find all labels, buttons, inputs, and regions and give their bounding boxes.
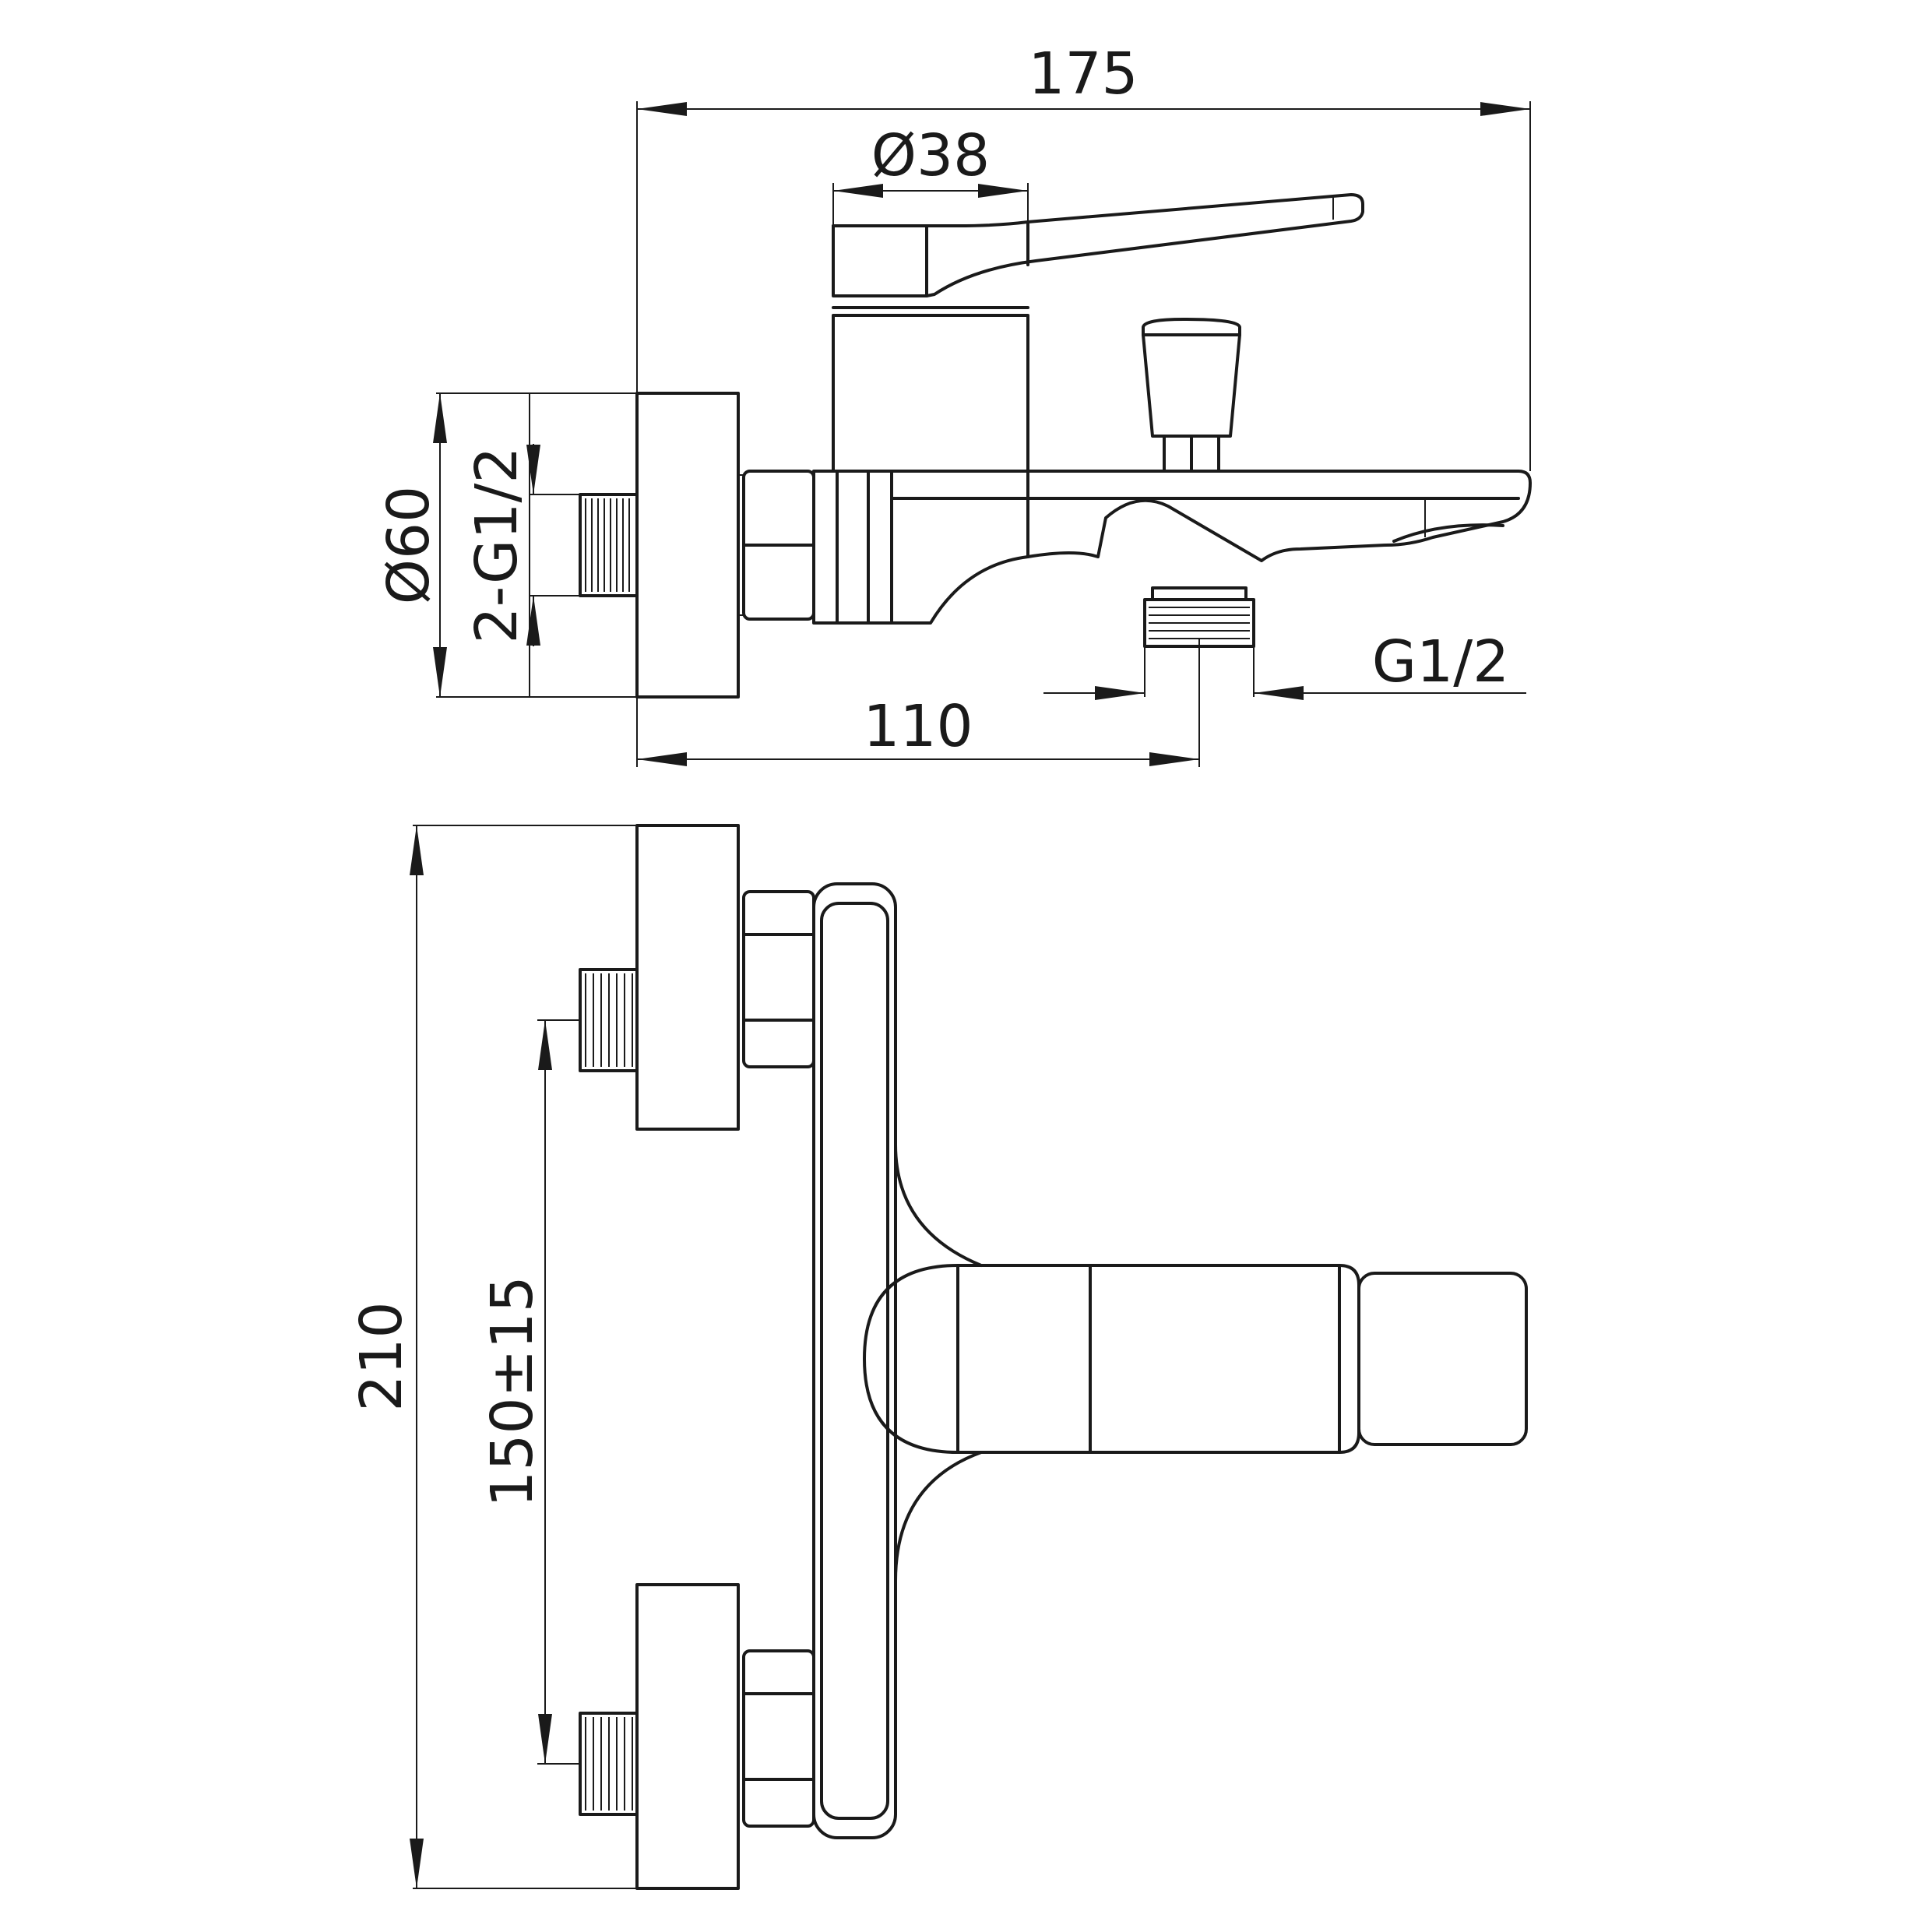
dimension-inlet-spacing: 150±15 [479,1019,580,1765]
dimension-label-cartridge-diameter: Ø38 [871,122,990,189]
upper-wall-flange [635,824,740,1131]
handle-lever [832,193,1364,297]
lower-hex-nut [742,1649,815,1828]
hex-nut [738,470,815,621]
dimension-label-overall-width: 175 [1028,40,1138,107]
outlet-thread-connector [1143,586,1255,648]
dimension-label-overall-height: 210 [348,1301,415,1411]
dimension-label-spout-offset: 110 [863,693,973,760]
dimension-overall-height: 210 [348,825,637,1889]
wall-flange [635,392,740,699]
front-spout [863,1264,1360,1454]
mixer-body [812,470,893,625]
front-view: 210 150±15 [348,824,1528,1890]
spout [890,470,1532,625]
dimension-label-inlet-spacing: 150±15 [479,1276,546,1507]
dimension-label-inlet-thread: 2-G1/2 [463,447,530,644]
lower-wall-flange [635,1583,740,1890]
cartridge-housing [832,314,1029,473]
dimension-label-flange-diameter: Ø60 [375,486,442,604]
lower-inlet-thread [579,1712,639,1816]
front-body [812,882,983,1839]
front-spout-outlet [1357,1272,1528,1446]
dimension-label-outlet-thread: G1/2 [1372,628,1509,695]
dimension-overall-width: 175 [636,40,1531,471]
side-view: 175 Ø38 Ø60 2-G1/2 [375,40,1532,767]
upper-hex-nut [742,890,815,1068]
upper-inlet-thread [579,968,639,1072]
dimension-inlet-thread: 2-G1/2 [463,393,580,697]
dimension-flange-diameter: Ø60 [375,392,637,698]
dimension-outlet-thread: G1/2 [1043,628,1526,700]
inlet-thread-nipple [579,493,639,597]
dimension-cartridge-diameter: Ø38 [832,122,1029,226]
diverter-knob [1142,318,1241,473]
dimension-spout-offset: 110 [636,639,1200,767]
